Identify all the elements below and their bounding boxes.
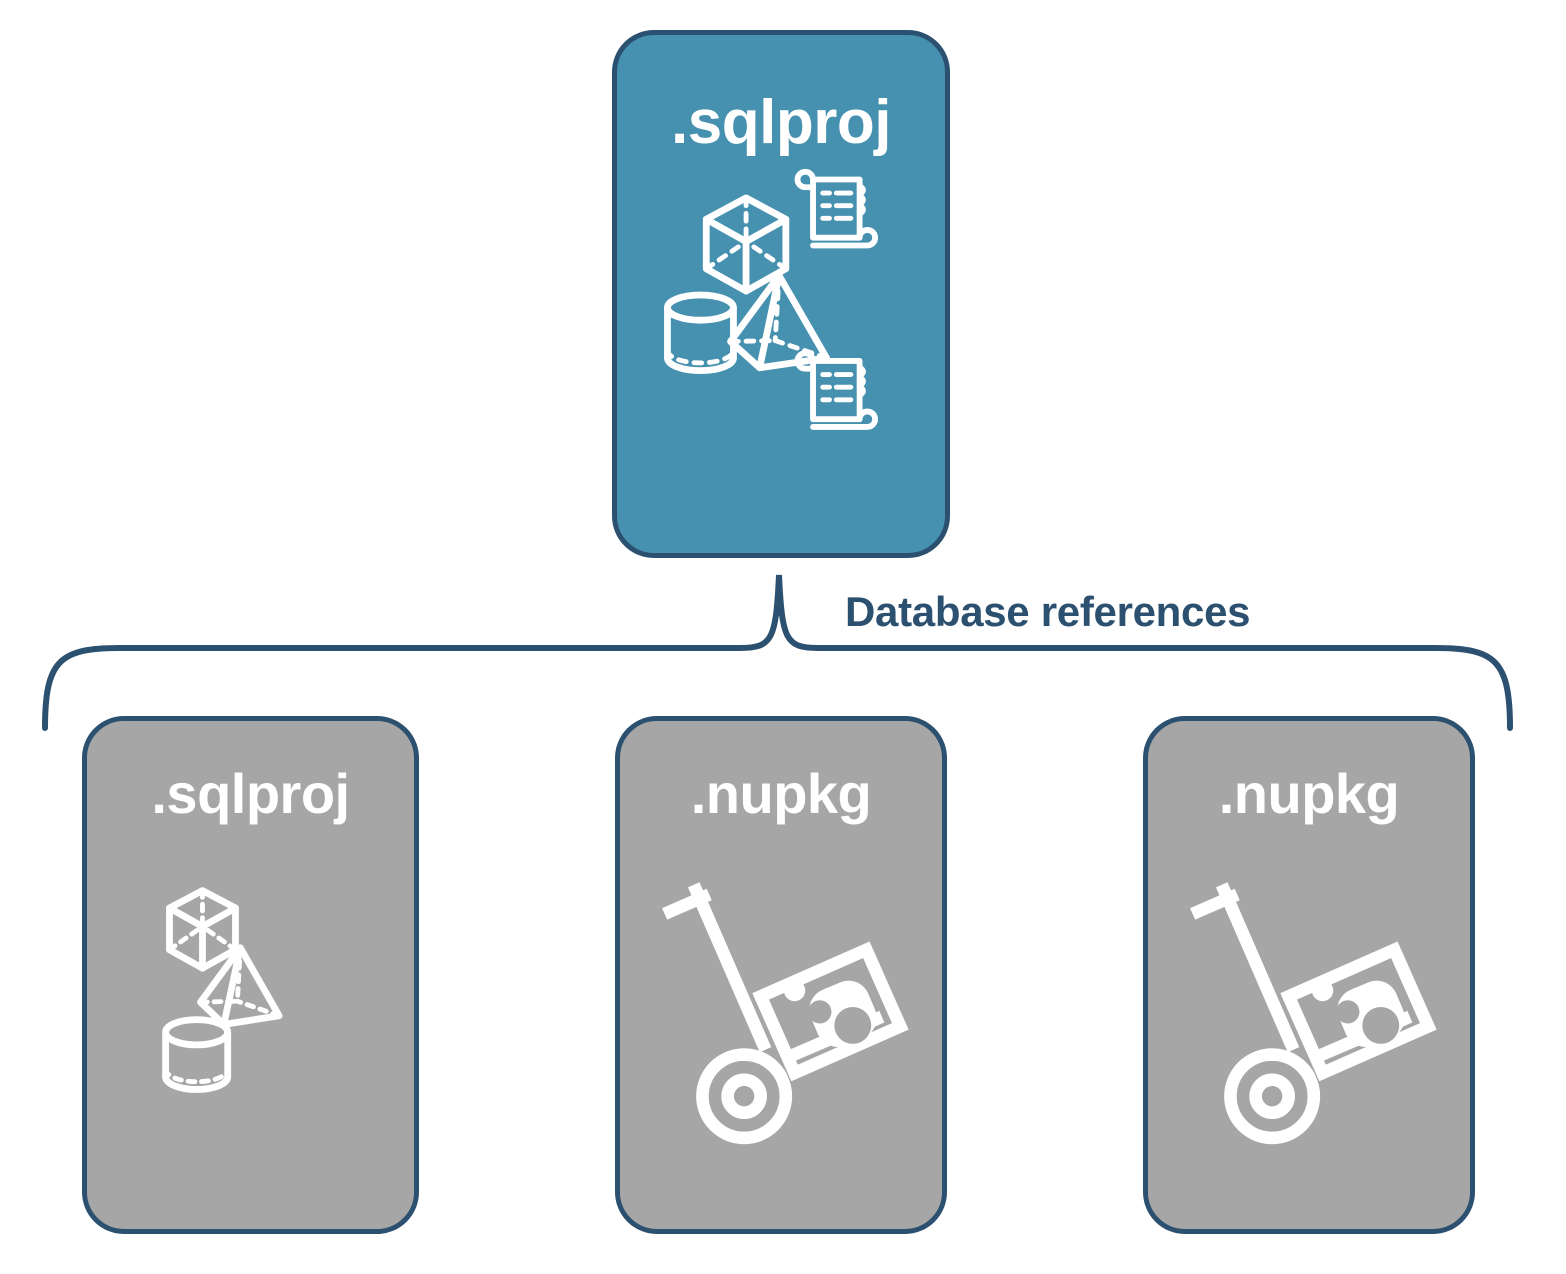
nuget-logo-glyph <box>1311 979 1405 1047</box>
node-label-nupkg-1: .nupkg <box>690 762 872 825</box>
node-label-sqlproj-root: .sqlproj <box>671 88 891 157</box>
node-label-sqlproj-reference: .sqlproj <box>151 762 350 825</box>
nuget-logo-holes <box>808 1000 872 1044</box>
nuget-package-dolly-icon <box>662 882 909 1145</box>
scroll-icon <box>794 168 879 249</box>
cylinder-icon <box>664 291 737 375</box>
scroll-icon <box>794 350 879 430</box>
node-card-nupkg-2[interactable]: .nupkg <box>1143 716 1475 1234</box>
pyramid-icon <box>727 272 831 372</box>
pyramid-icon <box>197 944 283 1028</box>
cube-icon <box>702 194 790 295</box>
nuget-package-dolly-icon <box>1190 882 1437 1145</box>
node-label-nupkg-2: .nupkg <box>1218 762 1400 825</box>
cube-icon <box>166 887 239 972</box>
node-card-sqlproj-reference[interactable]: .sqlproj <box>82 716 419 1234</box>
nuget-logo-glyph <box>783 979 877 1047</box>
nuget-logo-holes <box>1336 1000 1400 1044</box>
connector-label: Database references <box>845 588 1251 635</box>
node-card-nupkg-1[interactable]: .nupkg <box>615 716 947 1234</box>
node-card-sqlproj-root[interactable]: .sqlproj <box>612 30 950 558</box>
cylinder-icon <box>162 1016 232 1093</box>
